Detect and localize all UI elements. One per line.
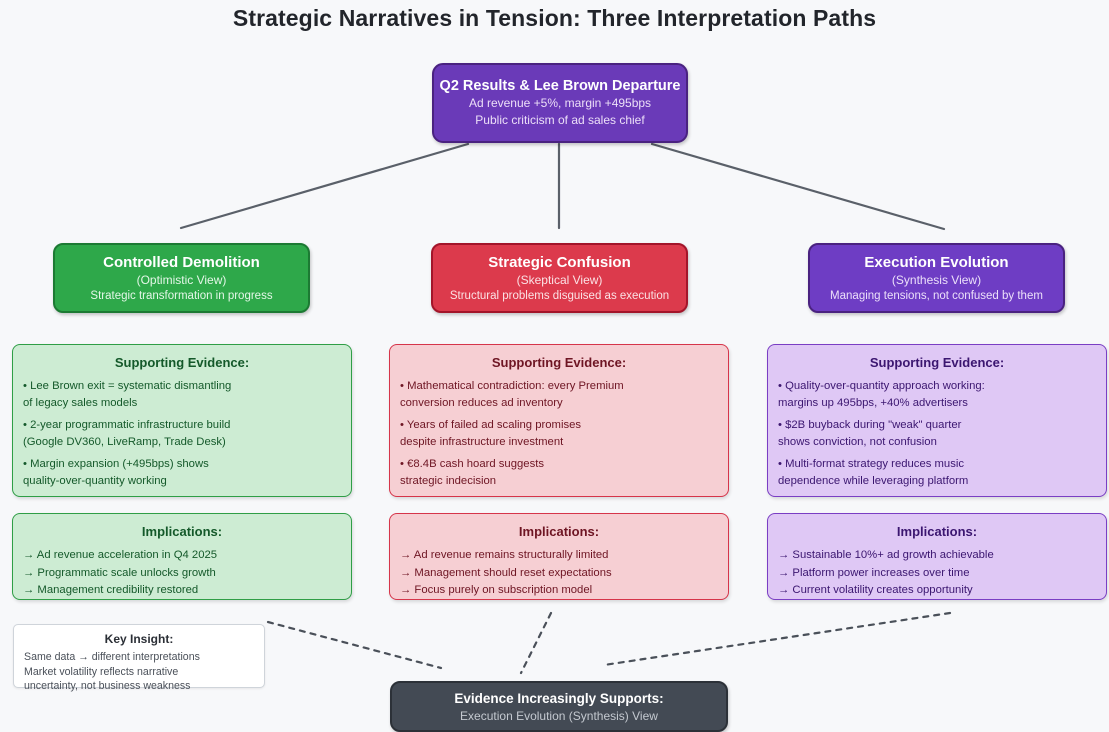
key-insight-title: Key Insight: <box>104 632 174 646</box>
evidence-item-line: despite infrastructure investment <box>400 435 564 448</box>
branch-tagline: Strategic transformation in progress <box>90 289 273 302</box>
evidence-item: • Quality-over-quantity approach working… <box>778 378 1096 411</box>
evidence-item-line: • Lee Brown exit = systematic dismantlin… <box>23 380 232 392</box>
evidence-item-line: • €8.4B cash hoard suggests <box>400 458 545 470</box>
implications-item: → Management should reset expectations <box>400 566 612 579</box>
root-node-header: Q2 Results & Lee Brown Departure <box>439 78 681 94</box>
evidence-panel-skeptical: Supporting Evidence: • Mathematical cont… <box>389 344 729 497</box>
page-title: Strategic Narratives in Tension: Three I… <box>232 5 877 31</box>
evidence-item-line: conversion reduces ad inventory <box>400 396 563 409</box>
branch-node-strategic-confusion[interactable]: Strategic Confusion (Skeptical View) Str… <box>431 243 688 313</box>
branch-view-label: (Synthesis View) <box>891 272 982 287</box>
evidence-item-line: • Quality-over-quantity approach working… <box>778 380 985 392</box>
evidence-item-line: quality-over-quantity working <box>23 474 167 487</box>
connector-root-to-left <box>179 142 470 230</box>
branch-header: Strategic Confusion <box>488 253 631 271</box>
dashed-right-to-conclusion <box>602 611 952 667</box>
evidence-item-line: (Google DV360, LiveRamp, Trade Desk) <box>23 435 226 448</box>
connector-root-to-right <box>650 142 946 231</box>
evidence-item: • $2B buyback during "weak" quarter show… <box>778 417 1096 450</box>
key-insight-line: Market volatility reflects narrative <box>24 665 179 678</box>
evidence-item-line: • Multi-format strategy reduces music <box>778 458 965 470</box>
evidence-item-line: strategic indecision <box>400 474 497 487</box>
branch-tagline: Structural problems disguised as executi… <box>449 289 670 302</box>
implications-item: → Focus purely on subscription model <box>400 584 593 596</box>
conclusion-subtitle: Execution Evolution (Synthesis) View <box>460 708 658 723</box>
branch-header: Controlled Demolition <box>103 253 260 271</box>
branch-tagline: Managing tensions, not confused by them <box>830 289 1043 302</box>
branch-view-label: (Optimistic View) <box>136 272 227 287</box>
evidence-item-line: dependence while leveraging platform <box>778 474 969 487</box>
root-node-line2: Public criticism of ad sales chief <box>475 113 645 127</box>
evidence-item-line: margins up 495bps, +40% advertisers <box>778 396 968 409</box>
evidence-item: • Margin expansion (+495bps) shows quali… <box>23 456 341 489</box>
evidence-item-line: • Margin expansion (+495bps) shows <box>23 458 209 470</box>
implications-panel-optimistic: Implications: → Ad revenue acceleration … <box>12 513 352 600</box>
evidence-item: • 2-year programmatic infrastructure bui… <box>23 417 341 450</box>
evidence-item-line: • $2B buyback during "weak" quarter <box>778 419 962 431</box>
evidence-panel-title: Supporting Evidence: <box>869 355 1005 370</box>
root-node-line1: Ad revenue +5%, margin +495bps <box>468 96 652 110</box>
dashed-left-to-conclusion <box>266 620 443 670</box>
evidence-item: • €8.4B cash hoard suggests strategic in… <box>400 456 718 489</box>
dashed-middle-to-conclusion <box>519 611 553 675</box>
branch-node-execution-evolution[interactable]: Execution Evolution (Synthesis View) Man… <box>808 243 1065 313</box>
implications-panel-synthesis: Implications: → Sustainable 10%+ ad grow… <box>767 513 1107 600</box>
implications-item: → Ad revenue acceleration in Q4 2025 <box>23 549 218 561</box>
evidence-panel-title: Supporting Evidence: <box>114 355 250 370</box>
evidence-panel-synthesis: Supporting Evidence: • Quality-over-quan… <box>767 344 1107 497</box>
evidence-item: • Lee Brown exit = systematic dismantlin… <box>23 378 341 411</box>
root-node-q2-results[interactable]: Q2 Results & Lee Brown Departure Ad reve… <box>432 63 688 143</box>
conclusion-node[interactable]: Evidence Increasingly Supports: Executio… <box>390 681 728 732</box>
branch-node-controlled-demolition[interactable]: Controlled Demolition (Optimistic View) … <box>53 243 310 313</box>
evidence-panel-title: Supporting Evidence: <box>491 355 627 370</box>
key-insight-line: uncertainty, not business weakness <box>24 680 191 692</box>
evidence-item-line: • 2-year programmatic infrastructure bui… <box>23 419 231 431</box>
implications-panel-title: Implications: <box>518 524 600 539</box>
conclusion-header: Evidence Increasingly Supports: <box>454 690 664 706</box>
implications-item: → Management credibility restored <box>23 584 199 596</box>
evidence-item: • Mathematical contradiction: every Prem… <box>400 378 718 411</box>
evidence-item-line: shows conviction, not confusion <box>778 435 937 448</box>
evidence-panel-optimistic: Supporting Evidence: • Lee Brown exit = … <box>12 344 352 497</box>
implications-panel-title: Implications: <box>141 524 223 539</box>
key-insight-box: Key Insight: Same data → different inter… <box>13 624 265 692</box>
evidence-item-line: of legacy sales models <box>23 396 138 409</box>
implications-item: → Sustainable 10%+ ad growth achievable <box>778 549 994 561</box>
evidence-item: • Years of failed ad scaling promises de… <box>400 417 718 450</box>
implications-panel-title: Implications: <box>896 524 978 539</box>
implications-item: → Current volatility creates opportunity <box>778 584 973 596</box>
implications-item: → Programmatic scale unlocks growth <box>23 566 216 579</box>
evidence-item-line: • Mathematical contradiction: every Prem… <box>400 380 624 392</box>
implications-item: → Ad revenue remains structurally limite… <box>400 549 609 561</box>
key-insight-line: Same data → different interpretations <box>24 651 200 663</box>
branch-header: Execution Evolution <box>864 253 1009 271</box>
implications-item: → Platform power increases over time <box>778 566 970 579</box>
evidence-item: • Multi-format strategy reduces music de… <box>778 456 1096 489</box>
implications-panel-skeptical: Implications: → Ad revenue remains struc… <box>389 513 729 600</box>
evidence-item-line: • Years of failed ad scaling promises <box>400 419 582 431</box>
branch-view-label: (Skeptical View) <box>516 272 603 287</box>
